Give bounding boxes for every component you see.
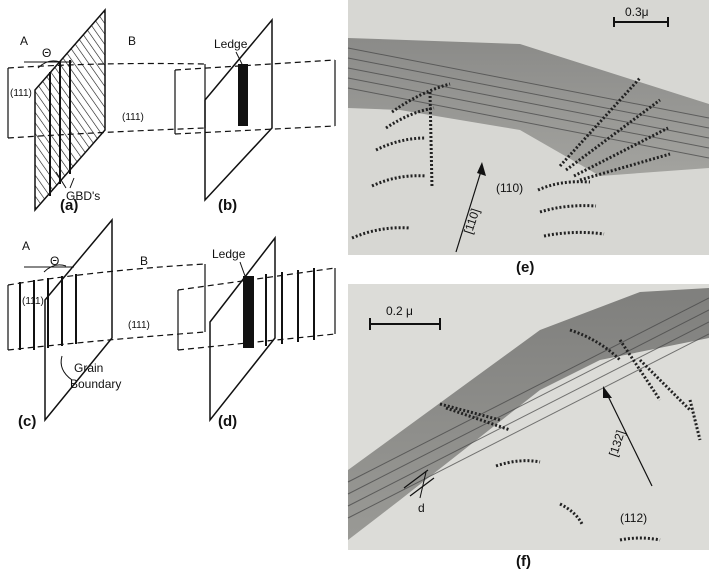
d-spacing-marker-1 bbox=[403, 469, 429, 489]
dislocation-lines bbox=[439, 328, 702, 542]
grain-boundary-pointer bbox=[60, 355, 73, 381]
boundary-band bbox=[348, 288, 709, 540]
panel-e: 0.3μ [110] (110) (e) bbox=[347, 0, 709, 276]
crystal-boundary-bottom bbox=[177, 333, 336, 351]
label-a: A bbox=[20, 34, 28, 48]
gbd-label: GBD's bbox=[66, 189, 100, 203]
grain-label: Grain bbox=[74, 361, 103, 375]
dislocation-lines bbox=[351, 76, 671, 240]
theta-label: Θ bbox=[50, 254, 59, 268]
grain-boundary-plane bbox=[204, 17, 273, 202]
grain-boundary-plane bbox=[44, 217, 113, 423]
label-b: B bbox=[128, 34, 136, 48]
ledge-bar bbox=[243, 276, 254, 348]
crystal-boundary-bottom bbox=[7, 331, 206, 351]
theta-label: Θ bbox=[42, 46, 51, 60]
crystal-boundary-top bbox=[7, 263, 206, 286]
grain-boundary-plane bbox=[209, 235, 276, 423]
caption-a: (a) bbox=[60, 197, 78, 214]
direction-arrow bbox=[605, 391, 653, 487]
theta-arc bbox=[37, 60, 61, 69]
label-a: A bbox=[22, 239, 30, 253]
panel-c: A Θ B (111) (111) Grain Boundary (c) bbox=[7, 217, 206, 430]
plane-label: (110) bbox=[496, 181, 523, 195]
scale-label: 0.2 μ bbox=[386, 304, 413, 318]
panel-d: Ledge (d) bbox=[177, 235, 336, 430]
boundary-band bbox=[348, 38, 709, 176]
caption-e: (e) bbox=[516, 259, 534, 276]
d-label: d bbox=[418, 501, 425, 515]
gbd-pointer-lines bbox=[55, 171, 75, 189]
caption-d: (d) bbox=[218, 413, 237, 430]
crystal-boundary-bottom bbox=[174, 125, 336, 135]
crystal-boundary-top bbox=[7, 62, 206, 69]
panel-b: Ledge (b) bbox=[174, 17, 336, 214]
ledge-label: Ledge bbox=[212, 247, 246, 261]
ledge-label: Ledge bbox=[214, 37, 248, 51]
theta-arc bbox=[43, 264, 67, 273]
panel-a: A Θ B (111) (111) GBD's (a) bbox=[7, 8, 206, 214]
plane-label-right: (111) bbox=[128, 320, 150, 331]
direction-arrow bbox=[455, 167, 483, 253]
ledge-bar bbox=[238, 64, 248, 126]
crystal-boundary-top bbox=[174, 59, 336, 71]
boundary-label: Boundary bbox=[70, 377, 121, 391]
label-b: B bbox=[140, 254, 148, 268]
caption-b: (b) bbox=[218, 197, 237, 214]
d-spacing-marker-2 bbox=[409, 477, 435, 497]
scale-label: 0.3μ bbox=[625, 5, 649, 19]
plane-label-left: (111) bbox=[22, 296, 44, 307]
caption-f: (f) bbox=[516, 553, 531, 570]
panel-f: 0.2 μ [132] (112) d (f) bbox=[347, 284, 709, 570]
crystal-boundary-top bbox=[177, 267, 336, 291]
caption-c: (c) bbox=[18, 413, 36, 430]
plane-label-right: (111) bbox=[122, 112, 144, 123]
plane-label: (112) bbox=[620, 511, 647, 525]
plane-label-left: (111) bbox=[10, 88, 32, 99]
